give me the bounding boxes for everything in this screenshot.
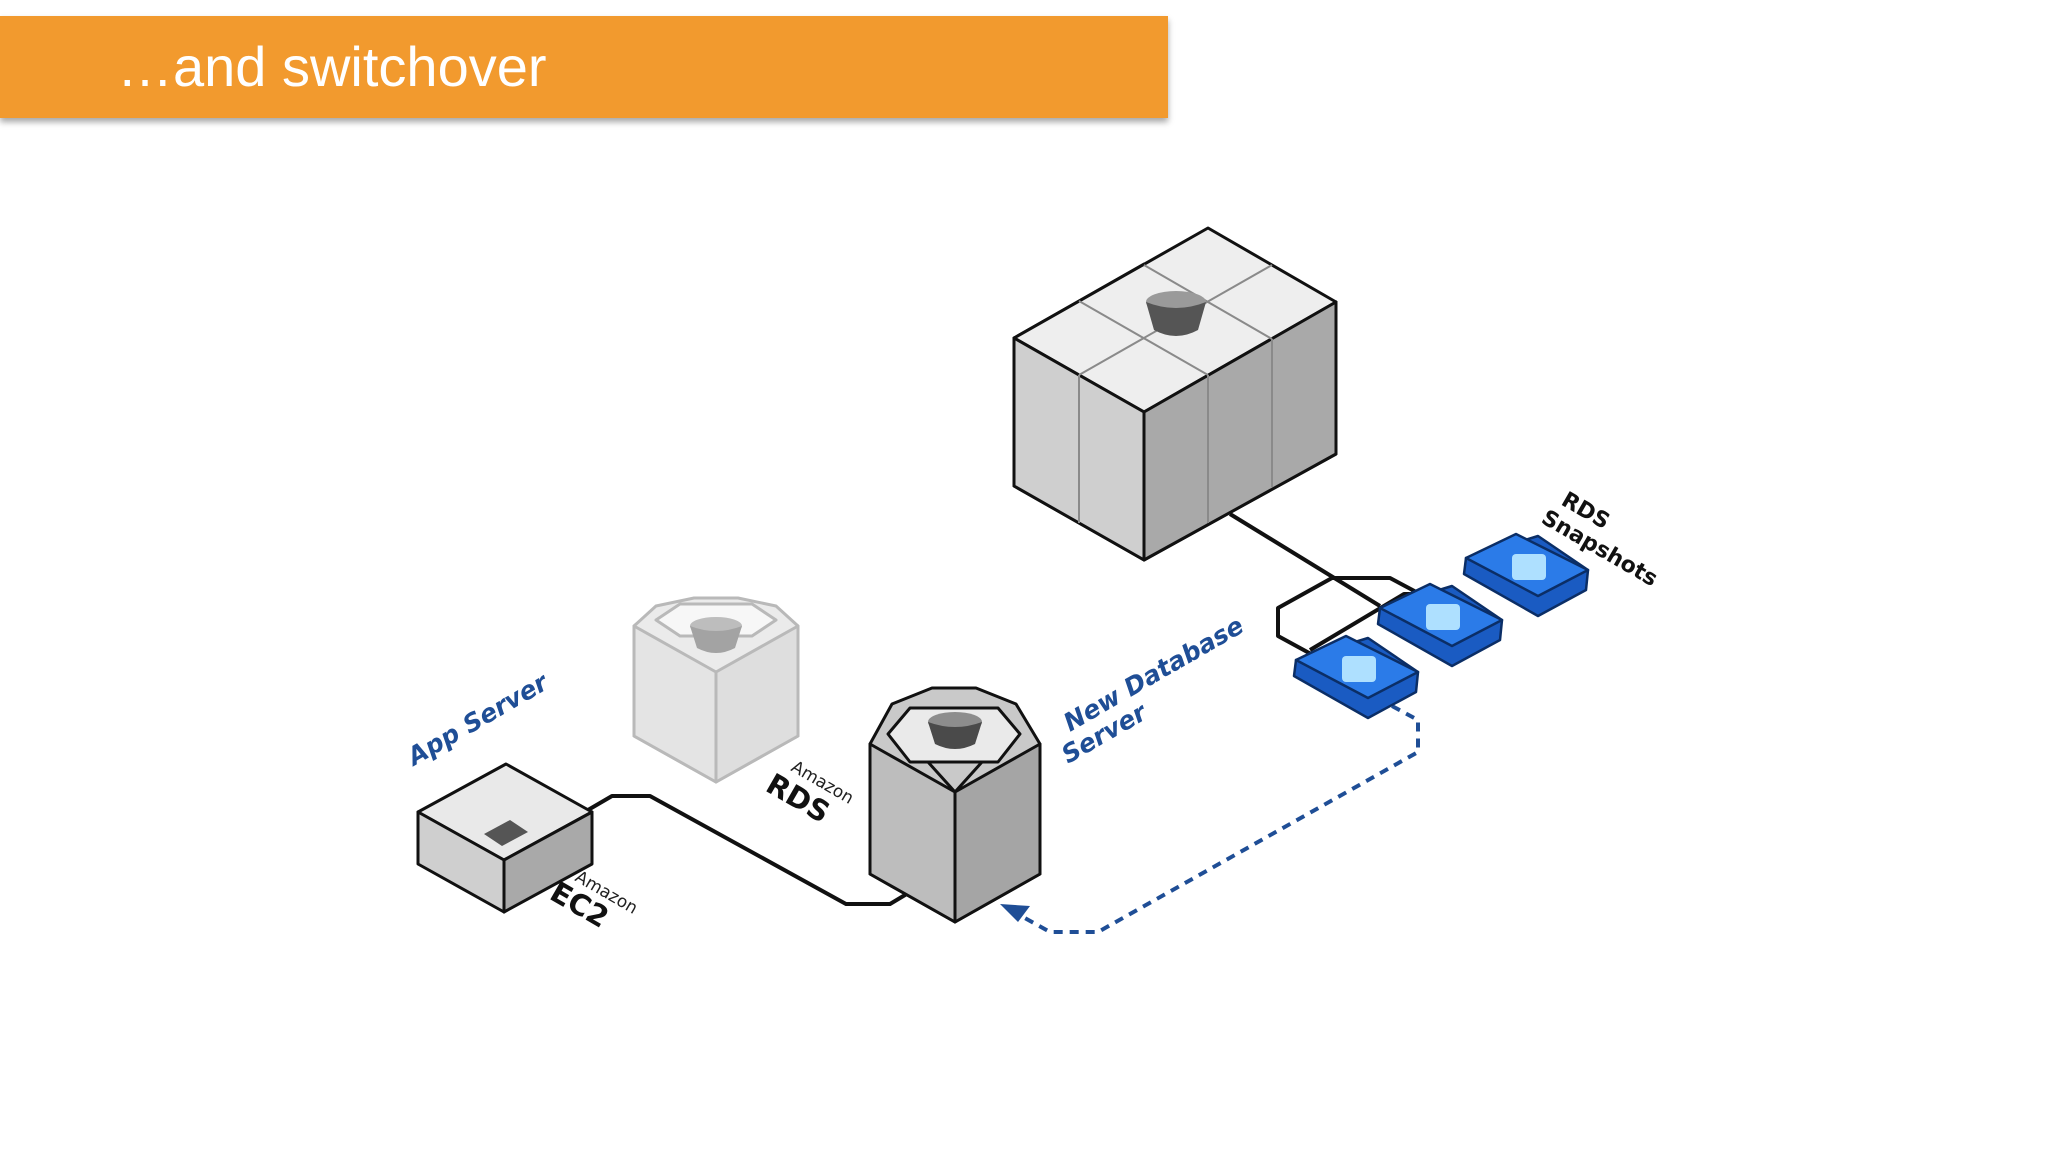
slide-title: …and switchover [117, 35, 547, 98]
old-rds-instance [632, 596, 800, 784]
database-bucket-icon [1512, 554, 1546, 580]
new-database-server [868, 686, 1042, 924]
app-server-label: App Server [401, 667, 554, 772]
snapshot-tile-2 [1376, 582, 1504, 668]
ec2-to-db-line [586, 794, 912, 906]
snapshot-bus-line-left [1276, 576, 1421, 662]
ec2-app-server [416, 762, 594, 914]
database-bucket-icon [928, 712, 982, 749]
chip-icon [484, 820, 528, 846]
rds-snapshots [1292, 532, 1590, 720]
new-db-label-line1: New Database [1059, 611, 1249, 737]
database-bucket-icon [1146, 291, 1206, 336]
snapshot-tile-1 [1462, 532, 1590, 618]
database-bucket-icon [1342, 656, 1376, 682]
database-bucket-icon [690, 617, 742, 653]
storage-cluster [1012, 226, 1338, 562]
snapshot-tile-3 [1292, 634, 1420, 720]
database-bucket-icon [1426, 604, 1460, 630]
title-bar: …and switchover [0, 16, 1168, 118]
restore-arrow [1000, 704, 1420, 934]
storage-to-snapshot-line [1228, 512, 1382, 608]
